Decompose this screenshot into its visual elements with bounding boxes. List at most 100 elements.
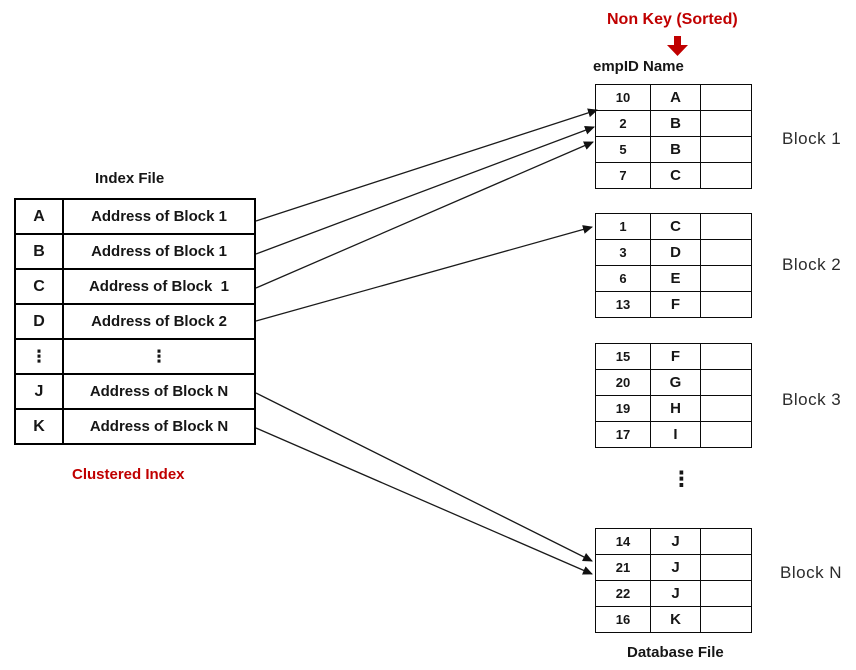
index-address-cell: Address of Block 1	[62, 268, 256, 305]
empid-cell: 1	[595, 213, 651, 240]
empty-cell	[700, 110, 752, 137]
table-row: J Address of Block N	[14, 373, 256, 410]
empid-cell: 7	[595, 162, 651, 189]
arrow-b-to-block1	[255, 125, 595, 255]
table-row-ellipsis: ⋮ ⋮	[14, 338, 256, 375]
red-down-arrow-icon	[667, 36, 688, 56]
index-address-cell: Address of Block 1	[62, 233, 256, 270]
block-n-label: Block N	[780, 563, 843, 582]
index-address-cell: Address of Block 1	[62, 198, 256, 235]
arrow-k-to-blockn	[255, 427, 593, 575]
empty-cell	[700, 528, 752, 555]
index-key-cell: K	[14, 408, 64, 445]
empid-cell: 21	[595, 554, 651, 581]
name-cell: E	[650, 265, 701, 292]
empid-cell: 3	[595, 239, 651, 266]
database-file-label: Database File	[627, 644, 724, 661]
name-cell: B	[650, 136, 701, 163]
name-cell: G	[650, 369, 701, 396]
arrow-j-to-blockn	[255, 392, 593, 562]
non-key-sorted-label: Non Key (Sorted)	[607, 11, 738, 28]
index-file-table: A Address of Block 1 B Address of Block …	[14, 198, 256, 445]
empid-cell: 17	[595, 421, 651, 448]
table-row: A Address of Block 1	[14, 198, 256, 235]
name-cell: F	[650, 291, 701, 318]
arrow-c-to-block1	[255, 141, 594, 289]
block-3-label: Block 3	[782, 390, 842, 409]
name-cell: C	[650, 213, 701, 240]
empid-cell: 15	[595, 343, 651, 370]
name-cell: H	[650, 395, 701, 422]
empty-cell	[700, 421, 752, 448]
name-cell: J	[650, 580, 701, 607]
table-row: K Address of Block N	[14, 408, 256, 445]
empid-cell: 10	[595, 84, 651, 111]
empty-cell	[700, 162, 752, 189]
empid-cell: 6	[595, 265, 651, 292]
empid-cell: 19	[595, 395, 651, 422]
empid-cell: 2	[595, 110, 651, 137]
index-address-cell: Address of Block N	[62, 408, 256, 445]
index-key-cell: B	[14, 233, 64, 270]
empty-cell	[700, 343, 752, 370]
empty-cell	[700, 291, 752, 318]
empid-cell: 20	[595, 369, 651, 396]
empty-cell	[700, 395, 752, 422]
empid-cell: 14	[595, 528, 651, 555]
empty-cell	[700, 213, 752, 240]
name-cell: B	[650, 110, 701, 137]
index-address-cell: Address of Block 2	[62, 303, 256, 340]
empty-cell	[700, 606, 752, 633]
name-cell: I	[650, 421, 701, 448]
table-row: C Address of Block 1	[14, 268, 256, 305]
index-key-cell: D	[14, 303, 64, 340]
empty-cell	[700, 239, 752, 266]
index-key-cell: J	[14, 373, 64, 410]
name-cell: A	[650, 84, 701, 111]
empty-cell	[700, 580, 752, 607]
empid-cell: 5	[595, 136, 651, 163]
block-2-label: Block 2	[782, 255, 842, 274]
name-cell: F	[650, 343, 701, 370]
index-file-title: Index File	[95, 170, 165, 187]
empty-cell	[700, 84, 752, 111]
name-cell: J	[650, 528, 701, 555]
table-row: D Address of Block 2	[14, 303, 256, 340]
block-1-label: Block 1	[782, 129, 842, 148]
arrow-d-to-block2	[255, 225, 593, 322]
clustered-index-label: Clustered Index	[72, 466, 185, 483]
index-address-cell: ⋮	[62, 338, 256, 375]
name-cell: C	[650, 162, 701, 189]
index-key-cell: A	[14, 198, 64, 235]
empid-cell: 13	[595, 291, 651, 318]
empty-cell	[700, 369, 752, 396]
empty-cell	[700, 554, 752, 581]
empty-cell	[700, 136, 752, 163]
blocks-ellipsis: ⋮	[671, 467, 692, 491]
empid-cell: 16	[595, 606, 651, 633]
empty-cell	[700, 265, 752, 292]
index-key-cell: ⋮	[14, 338, 64, 375]
empid-cell: 22	[595, 580, 651, 607]
name-cell: J	[650, 554, 701, 581]
arrow-a-to-block1	[255, 108, 598, 222]
